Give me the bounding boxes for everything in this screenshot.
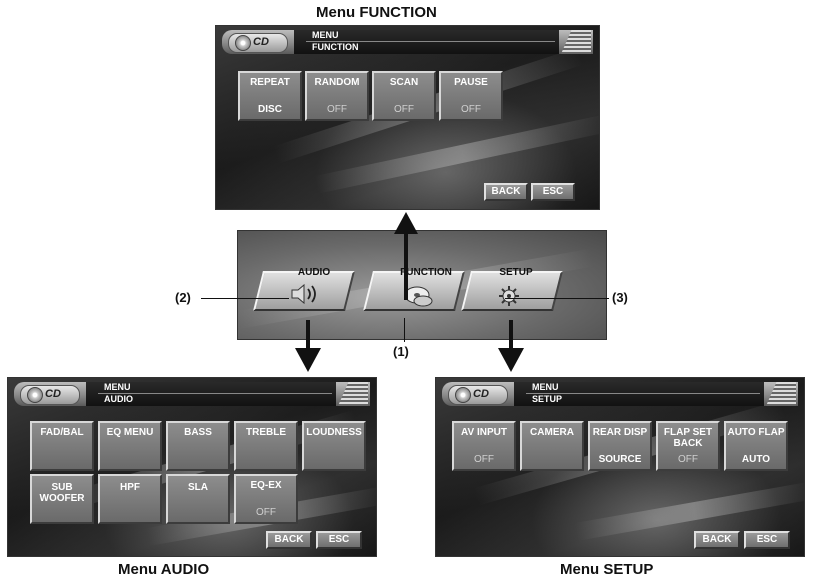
- arrow-up-head: [394, 212, 418, 234]
- bass-button[interactable]: BASS: [166, 421, 230, 471]
- arrow-up-line: [404, 232, 408, 300]
- av-input-button[interactable]: AV INPUT OFF: [452, 421, 516, 471]
- pause-button[interactable]: PAUSE OFF: [439, 71, 503, 121]
- caption-menu-setup: Menu SETUP: [560, 561, 654, 578]
- back-button[interactable]: BACK: [266, 531, 312, 549]
- sub-woofer-button[interactable]: SUB WOOFER: [30, 474, 94, 524]
- callout-1-leader: [404, 318, 405, 342]
- caption-menu-audio: Menu AUDIO: [118, 561, 210, 578]
- repeat-button[interactable]: REPEAT DISC: [238, 71, 302, 121]
- header-menu-label: MENU: [104, 382, 131, 392]
- rear-disp-button[interactable]: REAR DISP SOURCE: [588, 421, 652, 471]
- arrow-down-audio-line: [306, 320, 310, 350]
- header-menu-label: MENU: [532, 382, 559, 392]
- esc-button[interactable]: ESC: [531, 183, 575, 201]
- menu-header: CD MENU SETUP: [436, 378, 804, 410]
- cd-disc-icon: [404, 286, 433, 307]
- hpf-button[interactable]: HPF: [98, 474, 162, 524]
- menu-header: CD MENU AUDIO: [8, 378, 376, 410]
- flap-set-back-button[interactable]: FLAP SET BACK OFF: [656, 421, 720, 471]
- loudness-button[interactable]: LOUDNESS: [302, 421, 366, 471]
- arrow-down-setup-head: [498, 348, 524, 372]
- esc-button[interactable]: ESC: [316, 531, 362, 549]
- scan-button[interactable]: SCAN OFF: [372, 71, 436, 121]
- caption-menu-function: Menu FUNCTION: [316, 4, 437, 21]
- esc-button[interactable]: ESC: [744, 531, 790, 549]
- arrow-down-audio-head: [295, 348, 321, 372]
- callout-1: (1): [393, 344, 409, 359]
- sla-button[interactable]: SLA: [166, 474, 230, 524]
- camera-button[interactable]: CAMERA: [520, 421, 584, 471]
- cd-logo-icon: CD: [228, 33, 288, 53]
- menu-header: CD MENU FUNCTION: [216, 26, 599, 58]
- fad-bal-button[interactable]: FAD/BAL: [30, 421, 94, 471]
- cd-logo-icon: CD: [20, 385, 80, 405]
- function-menu-screen: CD MENU FUNCTION REPEAT DISC RANDOM OFF …: [215, 25, 600, 210]
- eq-ex-button[interactable]: EQ-EX OFF: [234, 474, 298, 524]
- audio-menu-screen: CD MENU AUDIO FAD/BAL EQ MENU BASS TREBL…: [7, 377, 377, 557]
- top-menu-screen: AUDIO FUNCTION SETUP: [237, 230, 607, 340]
- callout-2-leader: [201, 298, 289, 299]
- arrow-down-setup-line: [509, 320, 513, 350]
- back-button[interactable]: BACK: [484, 183, 528, 201]
- function-menu-label: FUNCTION: [400, 267, 452, 278]
- header-title: AUDIO: [104, 394, 133, 404]
- callout-3-leader: [505, 298, 609, 299]
- setup-menu-label: SETUP: [499, 267, 533, 278]
- auto-flap-button[interactable]: AUTO FLAP AUTO: [724, 421, 788, 471]
- gear-icon: [499, 286, 519, 306]
- eq-menu-button[interactable]: EQ MENU: [98, 421, 162, 471]
- cd-logo-icon: CD: [448, 385, 508, 405]
- callout-3: (3): [612, 290, 628, 305]
- header-title: SETUP: [532, 394, 563, 404]
- header-title: FUNCTION: [312, 42, 359, 52]
- treble-button[interactable]: TREBLE: [234, 421, 298, 471]
- random-button[interactable]: RANDOM OFF: [305, 71, 369, 121]
- header-menu-label: MENU: [312, 30, 339, 40]
- audio-menu-label: AUDIO: [297, 267, 331, 278]
- back-button[interactable]: BACK: [694, 531, 740, 549]
- setup-menu-screen: CD MENU SETUP AV INPUT OFF CAMERA REAR D…: [435, 377, 805, 557]
- callout-2: (2): [175, 290, 191, 305]
- speaker-icon: [291, 283, 316, 305]
